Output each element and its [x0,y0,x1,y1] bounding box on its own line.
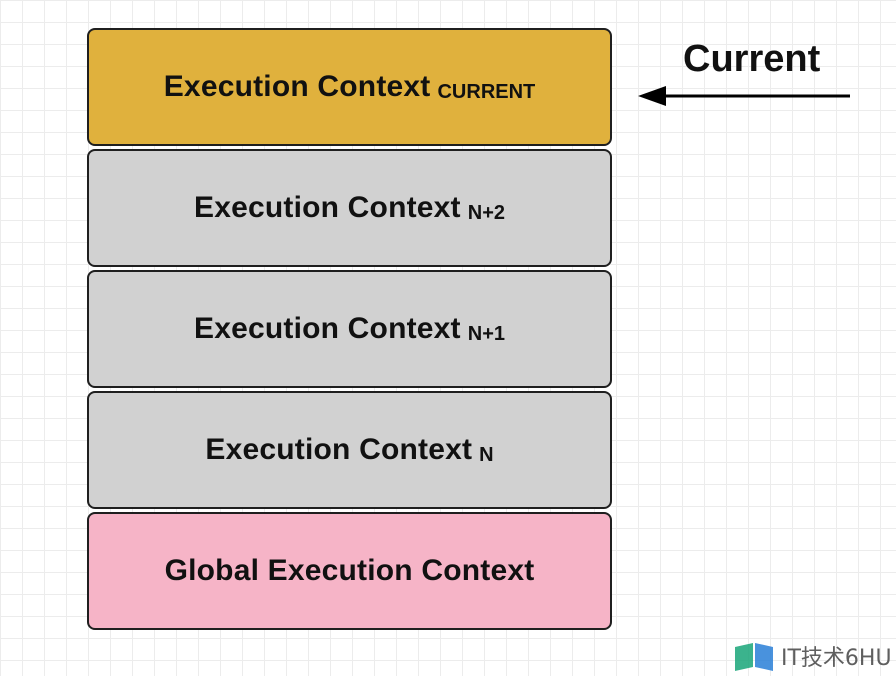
frame-global: Global Execution Context [87,512,612,630]
current-pointer-label: Current [683,38,821,80]
frame-n-plus-2-label: Execution Context [193,191,461,224]
watermark-text: IT技术6HU [781,646,892,671]
watermark: IT技术6HU [733,640,892,672]
frame-current-subscript: CURRENT [437,80,536,103]
frame-global-label: Global Execution Context [164,554,535,587]
arrow-left-icon [638,86,850,106]
frame-current-label: Execution Context [163,70,431,103]
frame-n-plus-2-subscript: N+2 [467,201,505,224]
frame-n: Execution Context N [87,391,612,509]
book-logo-icon [735,643,773,671]
frame-n-plus-1-label: Execution Context [193,312,461,345]
frame-n-plus-1: Execution Context N+1 [87,270,612,388]
frame-n-plus-1-subscript: N+1 [467,322,505,345]
frame-n-plus-2: Execution Context N+2 [87,149,612,267]
frame-current: Execution Context CURRENT [87,28,612,146]
frame-n-subscript: N [479,443,494,466]
execution-context-stack: Execution Context CURRENT Execution Cont… [87,28,612,630]
frame-n-label: Execution Context [205,433,473,466]
